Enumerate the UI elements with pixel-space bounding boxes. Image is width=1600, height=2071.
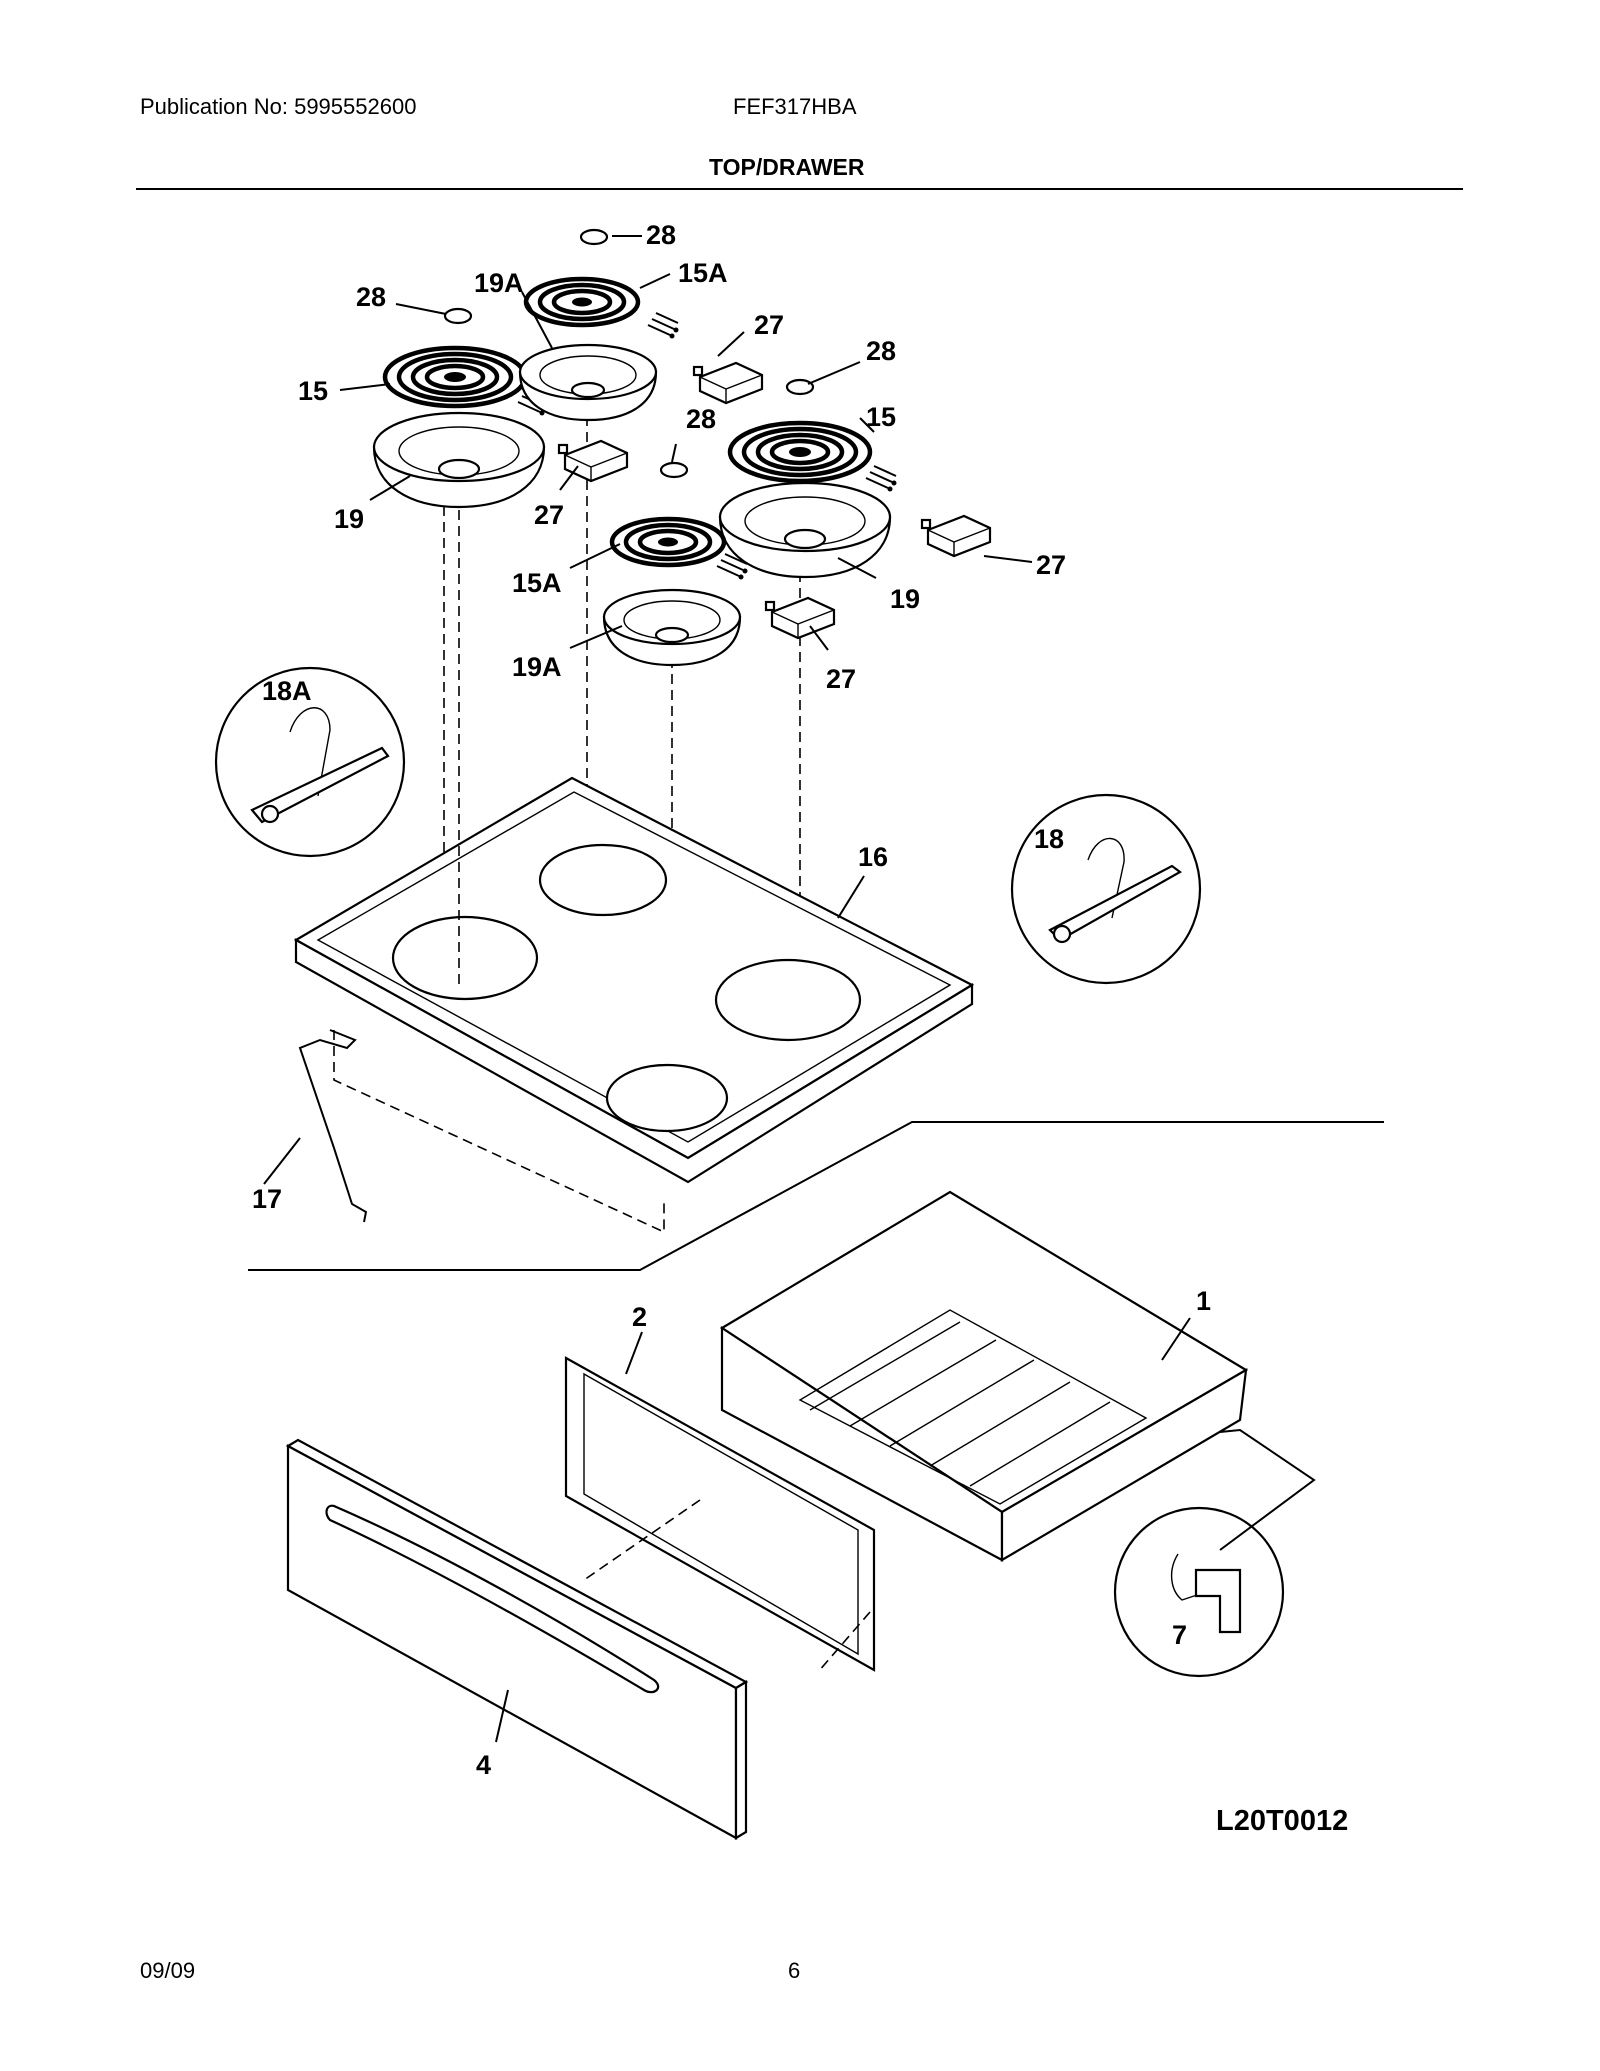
label-19: 19 (334, 504, 364, 534)
label-15: 15 (298, 376, 328, 406)
surface-element-15-left (385, 348, 525, 406)
label-28: 28 (866, 336, 896, 366)
label-19: 19 (890, 584, 920, 614)
page-number: 6 (788, 1958, 801, 1983)
label-28: 28 (686, 404, 716, 434)
label-15: 15 (866, 402, 896, 432)
label-15a: 15A (512, 568, 562, 598)
drawer-frame-2 (564, 1356, 876, 1673)
label-27: 27 (826, 664, 856, 694)
trim-ring-28-top (579, 228, 609, 246)
receptacle-27-right (920, 514, 992, 558)
surface-element-15a-top (526, 279, 638, 325)
trim-ring-28-left (443, 307, 473, 325)
drawer-panel-4 (285, 1438, 749, 1840)
label-15a: 15A (678, 258, 728, 288)
drip-bowl-19a-top (518, 343, 658, 422)
label-16: 16 (858, 842, 888, 872)
label-28: 28 (646, 220, 676, 250)
trim-ring-28-bottom (659, 461, 689, 479)
diagram-code: L20T0012 (1216, 1805, 1348, 1837)
rod-17 (298, 1029, 665, 1234)
leader-lines (263, 235, 1191, 1743)
section-divider (248, 1121, 1384, 1271)
surface-element-15-right (730, 423, 870, 481)
bracket-18-inset (1010, 793, 1202, 985)
label-27: 27 (1036, 550, 1066, 580)
drip-bowl-19a-bottom (602, 588, 742, 667)
label-19a: 19A (474, 268, 524, 298)
main-top-16 (293, 776, 975, 1184)
receptacle-27-bottom (764, 596, 836, 640)
surface-element-15a-bottom (612, 519, 724, 565)
drawer-1 (719, 1190, 1249, 1562)
bracket-18a-inset (214, 666, 406, 858)
label-7: 7 (1172, 1620, 1187, 1650)
label-27: 27 (754, 310, 784, 340)
header-rule (136, 188, 1463, 190)
receptacle-27-top (692, 361, 764, 405)
label-1: 1 (1196, 1286, 1211, 1316)
terminal-right (865, 465, 898, 493)
drip-bowl-19-left (372, 411, 546, 509)
terminal-top (647, 312, 680, 340)
label-4: 4 (476, 1750, 491, 1780)
section-title: TOP/DRAWER (709, 154, 865, 180)
trim-ring-28-right (785, 378, 815, 396)
label-17: 17 (252, 1184, 282, 1214)
clip-7-inset (1113, 1428, 1316, 1678)
label-18: 18 (1034, 824, 1064, 854)
label-18a: 18A (262, 676, 312, 706)
model-number: FEF317HBA (733, 94, 857, 119)
receptacle-27-left (557, 439, 629, 483)
label-2: 2 (632, 1302, 647, 1332)
label-19a: 19A (512, 652, 562, 682)
publication-date: 09/09 (140, 1958, 196, 1983)
label-28: 28 (356, 282, 386, 312)
label-27: 27 (534, 500, 564, 530)
publication-number: Publication No: 5995552600 (140, 94, 417, 119)
